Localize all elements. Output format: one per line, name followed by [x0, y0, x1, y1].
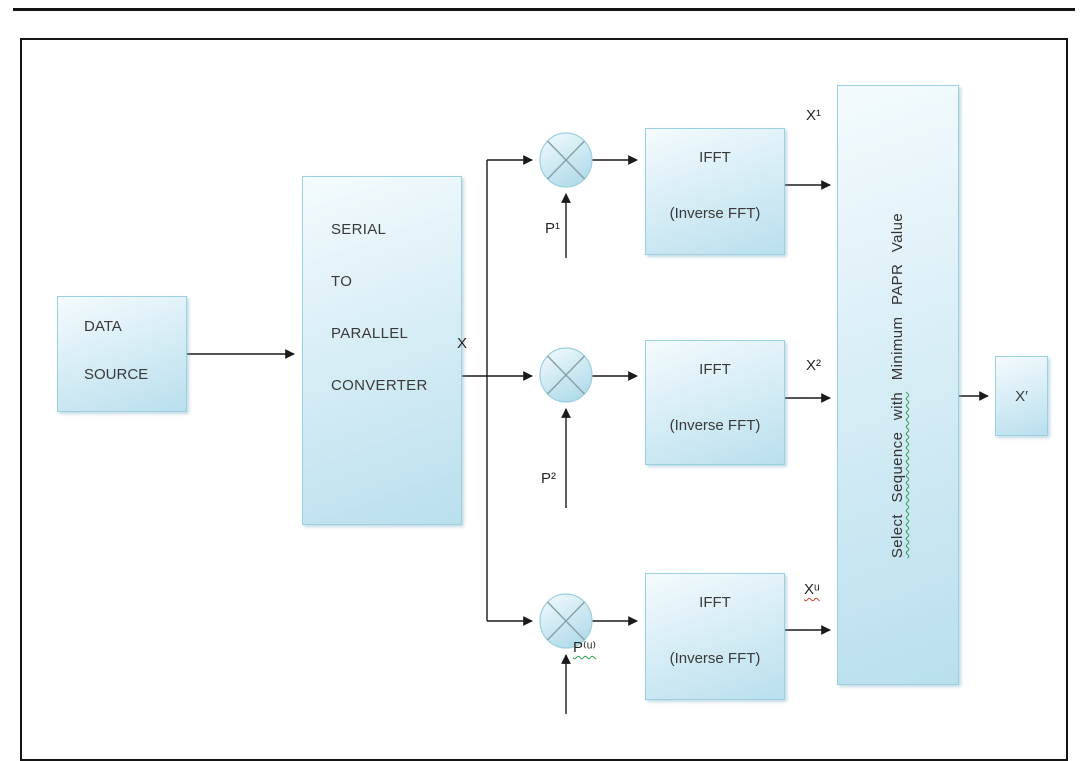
ifft3-title: IFFT — [699, 594, 731, 611]
ifft1-subtitle: (Inverse FFT) — [669, 205, 761, 222]
selector-label-part1: Select Sequence with — [889, 391, 907, 558]
label-x1: X¹ — [806, 107, 821, 124]
s2p-line1: SERIAL — [331, 221, 387, 238]
label-p2: P² — [541, 470, 556, 487]
label-pu: P⁽ᵘ⁾ — [573, 639, 597, 656]
label-x: X — [457, 335, 468, 352]
block-ifft-2: IFFT (Inverse FFT) — [645, 340, 785, 465]
ifft3-subtitle: (Inverse FFT) — [669, 650, 761, 667]
outer-frame — [20, 38, 1068, 761]
block-ifft-1: IFFT (Inverse FFT) — [645, 128, 785, 255]
block-final-output: X′ — [995, 356, 1048, 436]
data-source-line2: SOURCE — [84, 366, 149, 383]
label-p1: P¹ — [545, 220, 560, 237]
top-rule — [13, 8, 1075, 11]
data-source-line1: DATA — [84, 318, 122, 335]
block-data-source: DATA SOURCE — [57, 296, 187, 412]
block-ifft-3: IFFT (Inverse FFT) — [645, 573, 785, 700]
block-serial-to-parallel: SERIAL TO PARALLEL CONVERTER — [302, 176, 462, 525]
selector-label: Select Sequence with Minimum PAPR Value — [890, 212, 907, 557]
s2p-line3: PARALLEL — [331, 325, 409, 342]
s2p-line2: TO — [331, 273, 353, 290]
s2p-line4: CONVERTER — [331, 377, 428, 394]
ifft2-title: IFFT — [699, 361, 731, 378]
label-xu: Xᵘ — [804, 581, 820, 598]
selector-label-gap — [890, 380, 907, 392]
block-select-min-papr: Select Sequence with Minimum PAPR Value — [837, 85, 959, 685]
label-x2: X² — [806, 357, 821, 374]
selector-label-part2: Minimum PAPR Value — [889, 212, 907, 380]
ifft2-subtitle: (Inverse FFT) — [669, 417, 761, 434]
ifft1-title: IFFT — [699, 149, 731, 166]
final-output-label: X′ — [1015, 387, 1028, 405]
